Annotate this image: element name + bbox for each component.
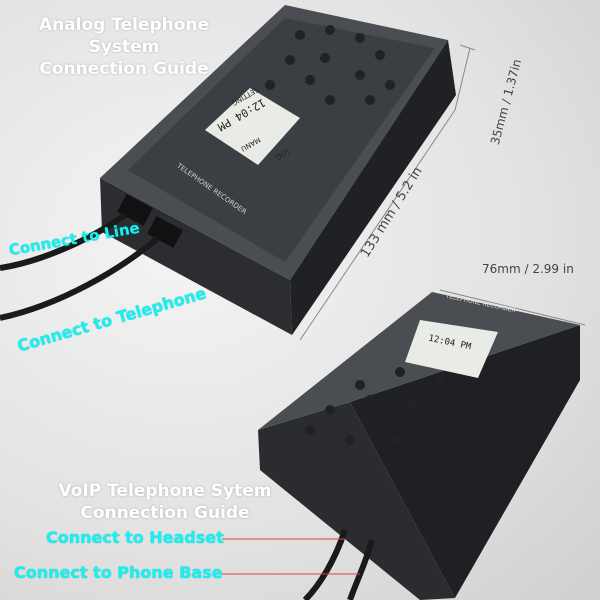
analog-recorder-device xyxy=(100,5,456,335)
width-dimension: 76mm / 2.99 in xyxy=(482,262,574,276)
connect-to-headset-label: Connect to Headset xyxy=(46,528,224,547)
telephone-cable xyxy=(0,235,160,321)
voip-title-line1: VoIP Telephone Sytem xyxy=(58,481,272,501)
phone-base-cable xyxy=(347,539,375,600)
lcd-screen xyxy=(205,88,300,165)
connect-to-phone-base-label: Connect to Phone Base xyxy=(14,563,223,582)
dimension-lines xyxy=(299,44,586,341)
line-cable xyxy=(0,212,127,271)
analog-title-line2: Connection Guide xyxy=(39,59,209,79)
voip-recorder-device xyxy=(258,292,580,600)
voip-guide-title: VoIP Telephone Sytem Connection Guide xyxy=(55,480,275,524)
voip-title-line2: Connection Guide xyxy=(80,503,250,523)
analog-guide-title: Analog Telephone System Connection Guide xyxy=(4,14,244,80)
analog-title-line1: Analog Telephone System xyxy=(38,15,210,57)
lcd-screen-2 xyxy=(405,320,498,378)
headset-cable xyxy=(302,529,348,600)
